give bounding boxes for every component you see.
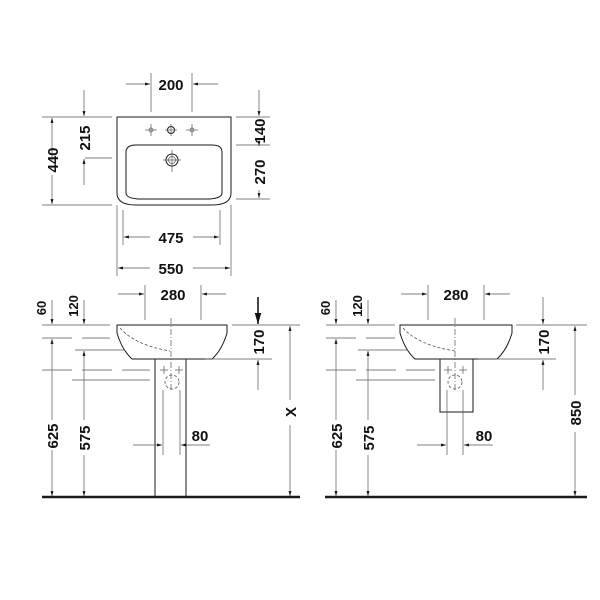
top-view: 200 440 215 140 270 475 550: [42, 73, 270, 278]
dim-60: 60: [318, 301, 333, 315]
dim-inner-width: 475: [158, 230, 183, 247]
dim-120: 120: [350, 295, 365, 317]
dim-120: 120: [66, 295, 81, 317]
dim-rear-to-tap: 140: [252, 118, 269, 143]
dim-tap-spacing: 200: [158, 77, 183, 94]
dim-fixing-distance: 280: [160, 287, 185, 304]
dim-basin-height: 170: [536, 329, 553, 354]
dim-fixing-distance: 280: [443, 287, 468, 304]
side-view-pedestal: 280 60 120 625 575 80 170 X: [34, 285, 300, 499]
dim-basin-height: 170: [251, 329, 268, 354]
dim-total-width: 550: [158, 261, 183, 278]
dim-575: 575: [361, 425, 378, 450]
dim-total-depth: 440: [45, 147, 62, 172]
dim-pedestal-width: 80: [192, 428, 209, 445]
dim-tap-to-front: 270: [252, 159, 269, 184]
drain-icon: [163, 150, 181, 172]
side-view-semipedestal: 280 60 120 625 575 80 170 850: [318, 285, 587, 499]
dim-overflow-depth: 215: [77, 125, 94, 150]
dim-mounting-height-x: X: [283, 407, 300, 417]
dim-575: 575: [77, 425, 94, 450]
dim-625: 625: [45, 423, 62, 448]
dim-siphon-width: 80: [476, 428, 493, 445]
dim-60: 60: [34, 301, 49, 315]
tap-hole-icon: [145, 124, 198, 136]
dim-625: 625: [329, 423, 346, 448]
dim-mounting-height: 850: [568, 400, 585, 425]
